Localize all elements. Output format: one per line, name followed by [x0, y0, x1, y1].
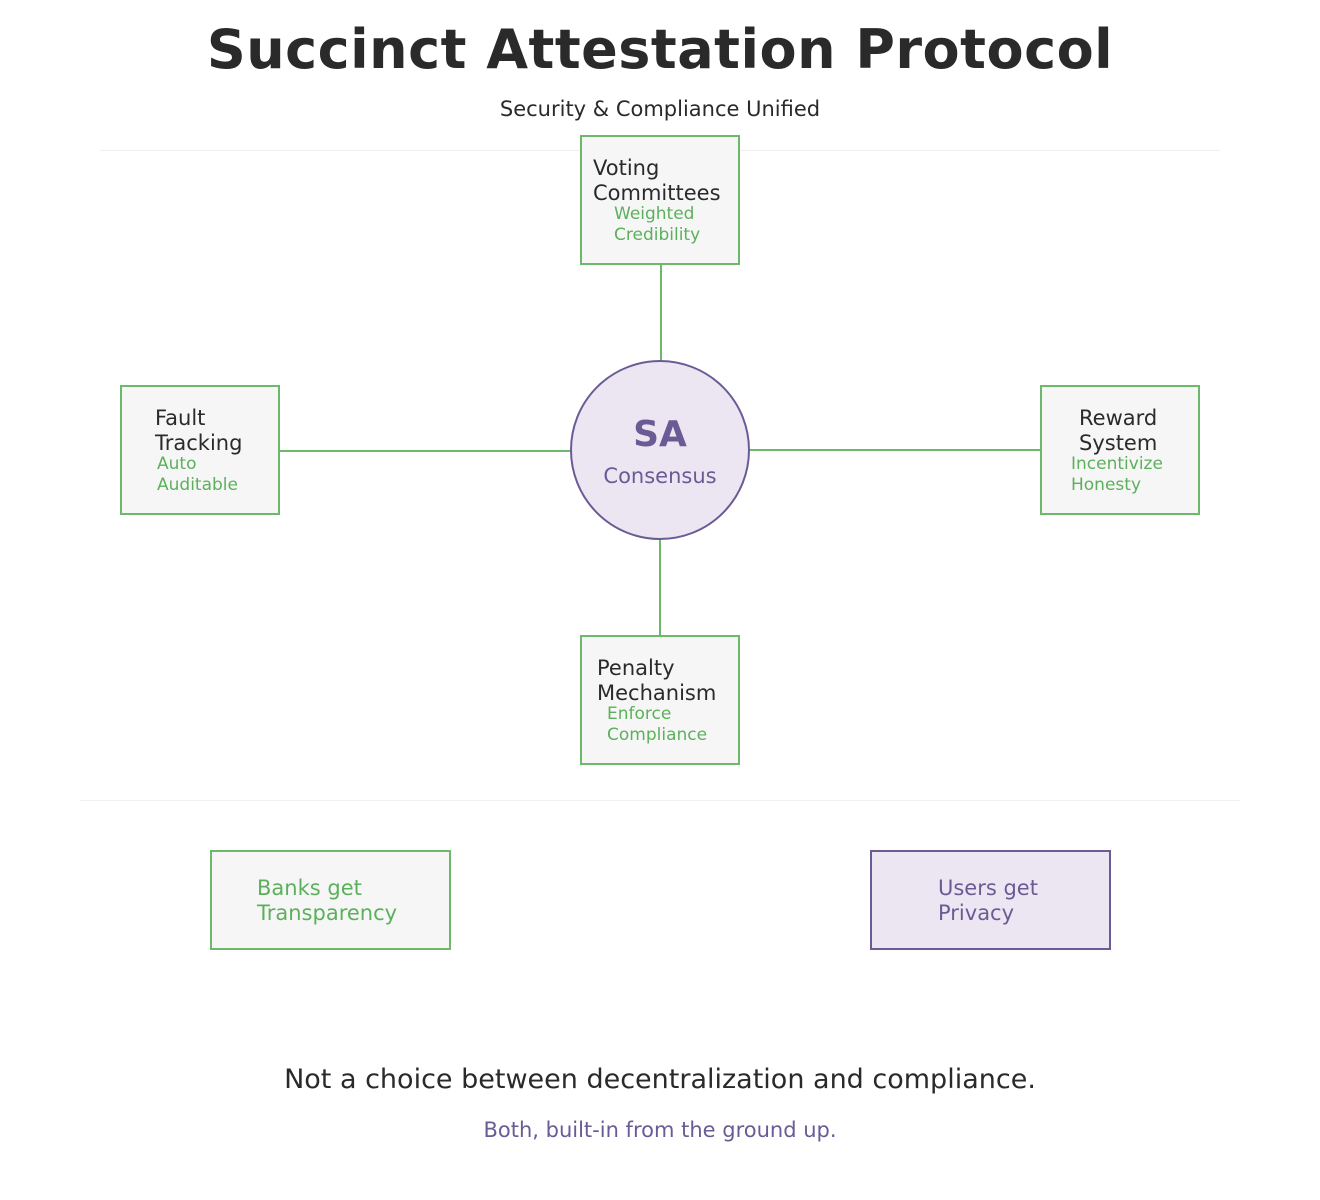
connector-reward	[749, 449, 1041, 451]
outcome-users: Users get Privacy	[870, 850, 1111, 950]
node-tag: Auto Auditable	[157, 454, 238, 495]
connector-voting	[660, 265, 662, 361]
node-penalty-mechanism: Penalty Mechanism Enforce Compliance	[580, 635, 740, 765]
node-name: Reward System	[1079, 406, 1158, 455]
outcome-banks: Banks get Transparency	[210, 850, 451, 950]
footer-statement: Not a choice between decentralization an…	[284, 1064, 1036, 1095]
node-name: Voting Committees	[593, 156, 721, 205]
node-name: Fault Tracking	[155, 406, 243, 455]
hub-sublabel: Consensus	[603, 464, 717, 488]
hub-label: SA	[633, 414, 687, 455]
outcome-banks-text: Banks get Transparency	[257, 876, 398, 925]
node-tag: Enforce Compliance	[607, 704, 708, 745]
mid-divider	[80, 800, 1240, 801]
page-title: Succinct Attestation Protocol	[206, 18, 1114, 81]
connector-fault	[280, 450, 571, 452]
node-tag: Incentivize Honesty	[1071, 454, 1163, 495]
node-tag: Weighted Credibility	[614, 204, 701, 245]
node-reward-system: Reward System Incentivize Honesty	[1040, 385, 1200, 515]
footer-tagline: Both, built-in from the ground up.	[483, 1118, 837, 1142]
outcome-users-text: Users get Privacy	[938, 876, 1038, 925]
hub-consensus: SA Consensus	[570, 360, 750, 540]
node-voting-committees: Voting Committees Weighted Credibility	[580, 135, 740, 265]
connector-penalty	[659, 539, 661, 636]
node-fault-tracking: Fault Tracking Auto Auditable	[120, 385, 280, 515]
node-name: Penalty Mechanism	[597, 656, 717, 705]
page-subtitle: Security & Compliance Unified	[499, 97, 821, 121]
